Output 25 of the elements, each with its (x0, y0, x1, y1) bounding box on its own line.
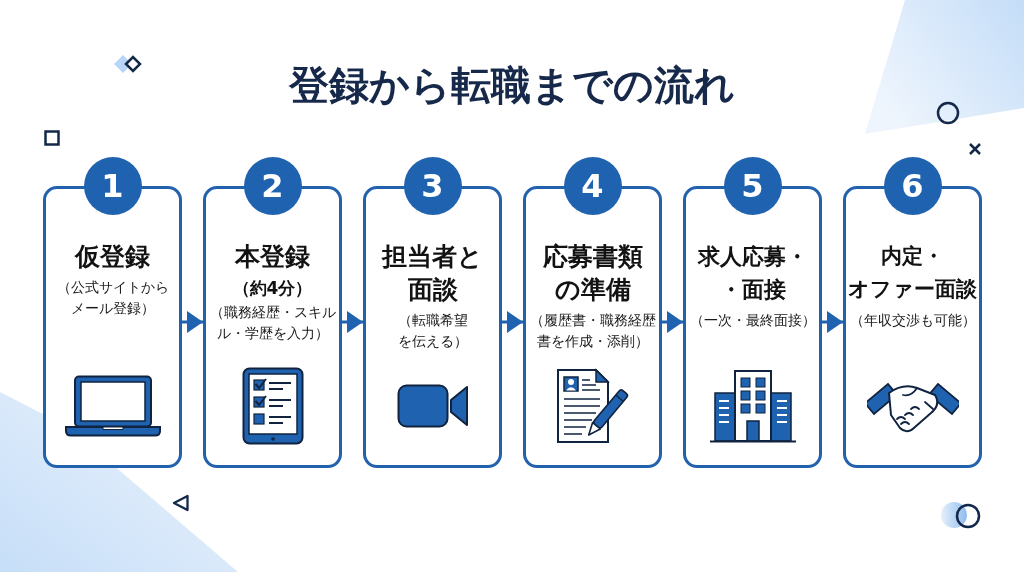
step-description: （転職希望を伝える） (397, 311, 468, 351)
step-number: 5 (723, 157, 782, 215)
step-number: 4 (563, 157, 622, 215)
arrow (502, 311, 523, 333)
step-description: （職務経歴・スキルル・学歴を入力） (209, 303, 336, 343)
step-description: （一次・最終面接） (689, 311, 816, 330)
step-title: 内定・オファー面談 (848, 243, 977, 303)
step-title: 応募書類の準備 (542, 241, 643, 306)
step-title: 求人応募・・面接 (697, 243, 808, 304)
step-number: 1 (83, 157, 142, 215)
step-number: 3 (403, 157, 462, 215)
arrow (822, 311, 843, 333)
step-number: 6 (883, 157, 942, 215)
step-title: 仮登録 (75, 241, 150, 273)
step-description: （履歴書・職務経歴書を作成・添削） (529, 311, 656, 351)
step-title: 担当者と面談 (382, 241, 483, 306)
step-subtitle: （約4分） (232, 277, 313, 299)
step-description: （公式サイトからメール登録） (56, 278, 169, 318)
page-title: 登録から転職までの流れ (289, 61, 735, 110)
arrow (342, 311, 363, 333)
arrow (182, 311, 203, 333)
step-description: （年収交渉も可能） (849, 311, 976, 330)
step-number: 2 (243, 157, 302, 215)
arrow (662, 311, 683, 333)
step-title: 本登録 (235, 241, 310, 273)
